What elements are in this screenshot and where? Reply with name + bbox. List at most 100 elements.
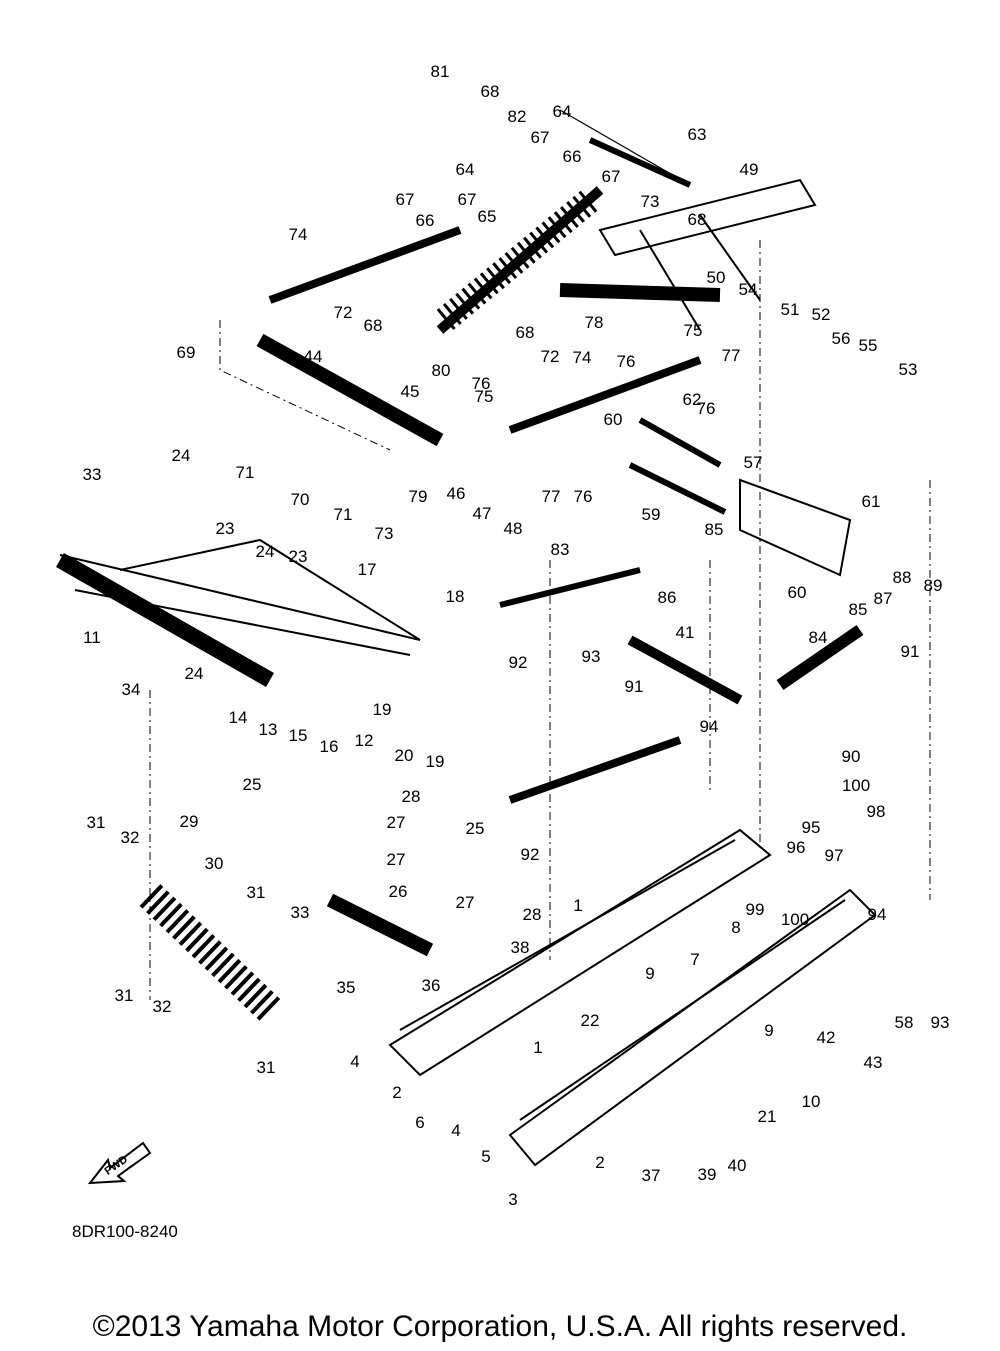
part-label-29[interactable]: 29 (179, 812, 199, 831)
part-label-19[interactable]: 19 (372, 700, 392, 719)
part-label-73[interactable]: 73 (374, 524, 394, 543)
part-label-19[interactable]: 19 (425, 752, 445, 771)
part-label-30[interactable]: 30 (204, 854, 224, 873)
part-label-68[interactable]: 68 (480, 82, 500, 101)
part-label-7[interactable]: 7 (690, 950, 700, 969)
part-label-99[interactable]: 99 (745, 900, 765, 919)
part-label-92[interactable]: 92 (508, 653, 528, 672)
part-label-24[interactable]: 24 (184, 664, 204, 683)
part-label-97[interactable]: 97 (824, 846, 844, 865)
part-label-67[interactable]: 67 (601, 167, 621, 186)
part-label-68[interactable]: 68 (363, 316, 383, 335)
part-label-43[interactable]: 43 (863, 1053, 883, 1072)
part-label-98[interactable]: 98 (866, 802, 886, 821)
part-label-50[interactable]: 50 (706, 268, 726, 287)
part-label-93[interactable]: 93 (581, 647, 601, 666)
part-label-67[interactable]: 67 (395, 190, 415, 209)
part-label-63[interactable]: 63 (687, 125, 707, 144)
part-label-52[interactable]: 52 (811, 305, 831, 324)
part-label-81[interactable]: 81 (430, 62, 450, 81)
part-label-33[interactable]: 33 (82, 465, 102, 484)
part-label-85[interactable]: 85 (848, 600, 868, 619)
part-label-48[interactable]: 48 (503, 519, 523, 538)
part-label-94[interactable]: 94 (699, 717, 719, 736)
part-label-44[interactable]: 44 (303, 347, 323, 366)
part-label-25[interactable]: 25 (242, 775, 262, 794)
part-label-9[interactable]: 9 (645, 964, 655, 983)
part-label-75[interactable]: 75 (474, 387, 494, 406)
part-label-1[interactable]: 1 (573, 896, 583, 915)
part-label-87[interactable]: 87 (873, 589, 893, 608)
part-label-64[interactable]: 64 (455, 160, 475, 179)
part-label-32[interactable]: 32 (152, 997, 172, 1016)
part-label-13[interactable]: 13 (258, 720, 278, 739)
part-label-12[interactable]: 12 (354, 731, 374, 750)
part-label-83[interactable]: 83 (550, 540, 570, 559)
part-label-18[interactable]: 18 (445, 587, 465, 606)
part-label-71[interactable]: 71 (333, 505, 353, 524)
part-label-11[interactable]: 11 (83, 628, 101, 647)
part-label-31[interactable]: 31 (256, 1058, 276, 1077)
part-label-76[interactable]: 76 (471, 374, 491, 393)
part-label-39[interactable]: 39 (697, 1165, 717, 1184)
part-label-78[interactable]: 78 (584, 313, 604, 332)
part-label-51[interactable]: 51 (780, 300, 800, 319)
part-label-9[interactable]: 9 (764, 1021, 774, 1040)
part-label-74[interactable]: 74 (288, 225, 308, 244)
part-label-4[interactable]: 4 (451, 1121, 461, 1140)
part-label-31[interactable]: 31 (114, 986, 134, 1005)
part-label-5[interactable]: 5 (481, 1147, 491, 1166)
part-label-49[interactable]: 49 (739, 160, 759, 179)
part-label-10[interactable]: 10 (801, 1092, 821, 1111)
part-label-58[interactable]: 58 (894, 1013, 914, 1032)
part-label-93[interactable]: 93 (930, 1013, 950, 1032)
part-label-55[interactable]: 55 (858, 336, 878, 355)
part-label-94[interactable]: 94 (867, 905, 887, 924)
part-label-56[interactable]: 56 (831, 329, 851, 348)
part-label-69[interactable]: 69 (176, 343, 196, 362)
part-label-27[interactable]: 27 (455, 893, 475, 912)
part-label-33[interactable]: 33 (290, 903, 310, 922)
part-label-61[interactable]: 61 (861, 492, 881, 511)
part-label-14[interactable]: 14 (228, 708, 248, 727)
part-label-76[interactable]: 76 (616, 352, 636, 371)
part-label-53[interactable]: 53 (898, 360, 918, 379)
part-label-82[interactable]: 82 (507, 107, 527, 126)
part-label-54[interactable]: 54 (738, 280, 758, 299)
part-label-41[interactable]: 41 (675, 623, 695, 642)
part-label-68[interactable]: 68 (687, 210, 707, 229)
part-label-72[interactable]: 72 (333, 303, 353, 322)
part-label-57[interactable]: 57 (743, 453, 763, 472)
part-label-73[interactable]: 73 (640, 192, 660, 211)
part-label-23[interactable]: 23 (215, 519, 235, 538)
part-label-91[interactable]: 91 (624, 677, 644, 696)
part-label-72[interactable]: 72 (540, 347, 560, 366)
part-label-1[interactable]: 1 (533, 1038, 543, 1057)
part-label-35[interactable]: 35 (336, 978, 356, 997)
part-label-59[interactable]: 59 (641, 505, 661, 524)
part-label-28[interactable]: 28 (522, 905, 542, 924)
part-label-74[interactable]: 74 (572, 348, 592, 367)
part-label-77[interactable]: 77 (721, 346, 741, 365)
part-label-27[interactable]: 27 (386, 813, 406, 832)
part-label-96[interactable]: 96 (786, 838, 806, 857)
part-label-88[interactable]: 88 (892, 568, 912, 587)
part-label-6[interactable]: 6 (415, 1113, 425, 1132)
part-label-26[interactable]: 26 (388, 882, 408, 901)
part-label-40[interactable]: 40 (727, 1156, 747, 1175)
part-label-36[interactable]: 36 (421, 976, 441, 995)
part-label-66[interactable]: 66 (415, 211, 435, 230)
part-label-67[interactable]: 67 (457, 190, 477, 209)
part-label-60[interactable]: 60 (787, 583, 807, 602)
part-label-15[interactable]: 15 (288, 726, 308, 745)
part-label-75[interactable]: 75 (683, 321, 703, 340)
part-label-47[interactable]: 47 (472, 504, 492, 523)
part-label-16[interactable]: 16 (319, 737, 339, 756)
part-label-71[interactable]: 71 (235, 463, 255, 482)
part-label-91[interactable]: 91 (900, 642, 920, 661)
part-label-77[interactable]: 77 (541, 487, 561, 506)
part-label-76[interactable]: 76 (573, 487, 593, 506)
part-label-67[interactable]: 67 (530, 128, 550, 147)
part-label-84[interactable]: 84 (808, 628, 828, 647)
part-label-27[interactable]: 27 (386, 850, 406, 869)
